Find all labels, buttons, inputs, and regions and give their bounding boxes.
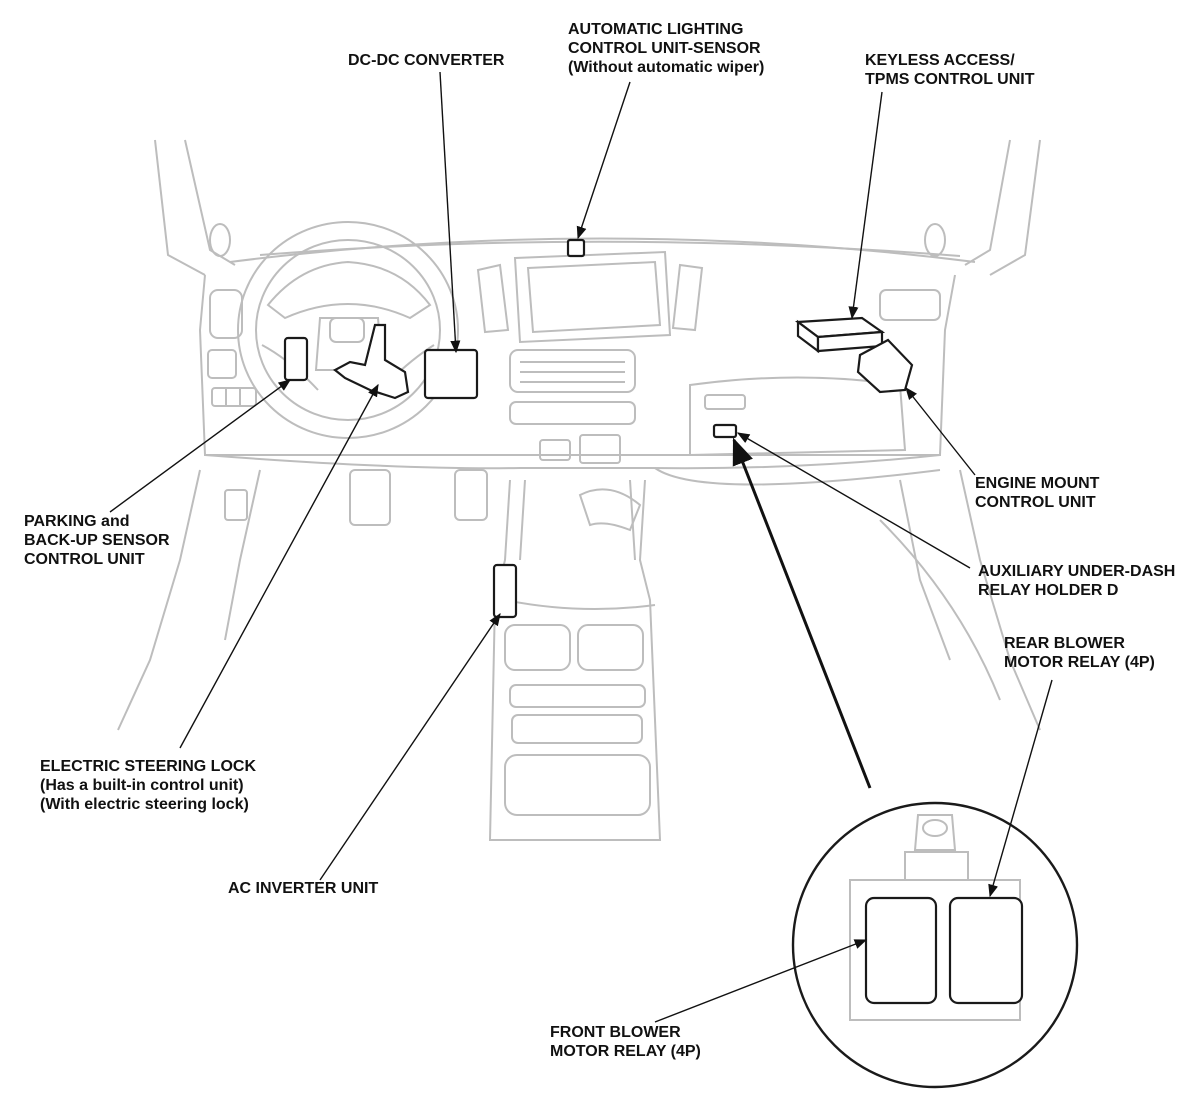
ac-inverter-leader [319, 612, 501, 881]
automatic-lighting-sensor-component [566, 238, 586, 258]
label-engine-mount-control-unit: ENGINE MOUNT CONTROL UNIT [975, 475, 1100, 511]
electric-steering-lock-component [333, 323, 410, 400]
label-rear-blower-motor-relay: REAR BLOWER MOTOR RELAY (4P) [1004, 635, 1155, 671]
vehicle-interior-outline [117, 139, 1041, 841]
dc-dc-converter-component [423, 348, 479, 400]
label-front-blower-motor-relay: FRONT BLOWER MOTOR RELAY (4P) [550, 1024, 701, 1060]
label-auxiliary-under-dash-relay-holder-d: AUXILIARY UNDER-DASH RELAY HOLDER D [978, 563, 1176, 599]
detail-circle-pointer [732, 437, 872, 789]
rear-blower-leader [988, 679, 1053, 898]
lighting-leader [576, 81, 631, 240]
dcdc-leader [439, 71, 461, 354]
label-keyless-access-tpms-control-unit: KEYLESS ACCESS/ TPMS CONTROL UNIT [865, 52, 1035, 88]
steering-lock-leader [179, 383, 379, 749]
keyless-leader [848, 91, 883, 320]
keyless-access-control-unit-component [794, 316, 886, 354]
leader-lines [109, 71, 1053, 1023]
auxiliary-relay-holder-component [712, 423, 738, 439]
parking-leader [109, 379, 292, 513]
engine-mount-control-unit-component [856, 338, 914, 394]
steering-wheel [237, 221, 459, 439]
label-ac-inverter-unit: AC INVERTER UNIT [228, 880, 379, 897]
front-blower-leader [654, 939, 868, 1023]
label-dc-dc-converter: DC-DC CONVERTER [348, 52, 505, 69]
aux-relay-leader [736, 432, 971, 569]
engine-mount-leader [905, 387, 976, 476]
label-automatic-lighting-control-unit: AUTOMATIC LIGHTING CONTROL UNIT-SENSOR (… [568, 21, 765, 76]
label-electric-steering-lock: ELECTRIC STEERING LOCK (Has a built-in c… [40, 758, 257, 813]
relay-detail-view [791, 801, 1079, 1089]
parking-sensor-control-unit-component [283, 336, 309, 382]
label-parking-back-up-sensor-control-unit: PARKING and BACK-UP SENSOR CONTROL UNIT [24, 513, 170, 568]
ac-inverter-unit-component [492, 563, 518, 619]
